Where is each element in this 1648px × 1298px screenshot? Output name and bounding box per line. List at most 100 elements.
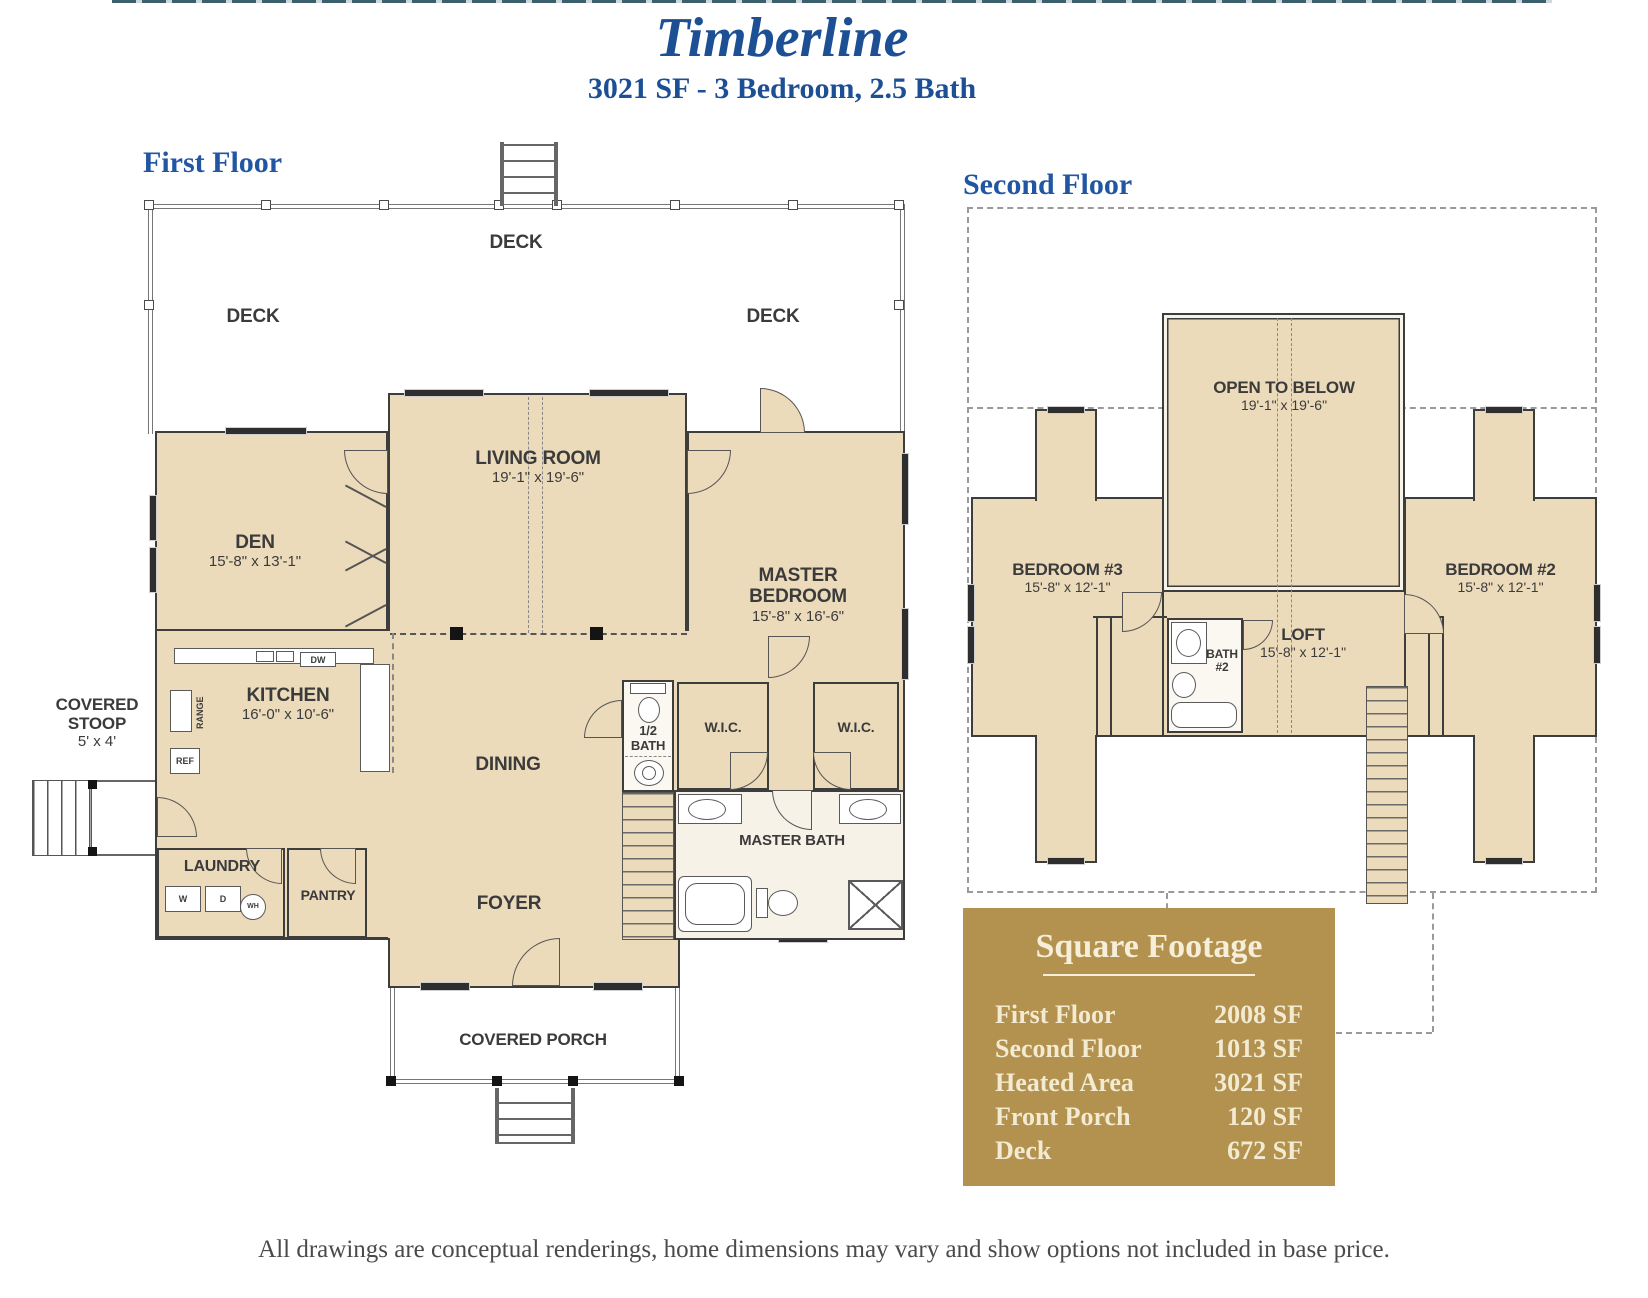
bath2-sink	[1176, 629, 1201, 657]
covered-stoop-dim: 5' x 4'	[77, 733, 117, 751]
range-label: RANGE	[195, 696, 205, 730]
row-value: 1013 SF	[1214, 1034, 1303, 1063]
half-bath-label: 1/2 BATH	[622, 723, 674, 753]
top-crop-line	[112, 0, 1552, 3]
bedroom2-name: BEDROOM #2	[1445, 560, 1556, 579]
kitchen-peninsula	[360, 664, 390, 772]
deck-post	[894, 200, 904, 210]
bedroom3-name: BEDROOM #3	[1012, 560, 1123, 579]
row-label: Second Floor	[995, 1034, 1142, 1063]
pantry-label: PANTRY	[300, 887, 356, 903]
open-to-below-label: OPEN TO BELOW 19'-1" x 19'-6"	[1167, 378, 1401, 414]
covered-stoop-name: COVERED STOOP	[55, 695, 139, 734]
den-dim: 15'-8" x 13'-1"	[208, 553, 302, 571]
water-heater: WH	[240, 894, 266, 920]
deck-post	[144, 200, 154, 210]
bedroom2-dormer-window	[1485, 406, 1523, 414]
master-deck-door	[760, 388, 805, 433]
bedroom3-dim: 15'-8" x 12'-1"	[1024, 579, 1111, 596]
water-heater-label: WH	[247, 903, 259, 910]
table-row: Deck 672 SF	[995, 1136, 1303, 1166]
kitchen-sink	[256, 651, 274, 662]
den-name: DEN	[235, 532, 275, 553]
dishwasher-label: DW	[310, 655, 326, 665]
covered-porch-label: COVERED PORCH	[459, 1030, 607, 1049]
deck-stairs-rail	[554, 142, 558, 206]
mbath-tub-inner	[685, 883, 745, 925]
porch-rail-bottom	[390, 1079, 680, 1084]
porch-stairs-tread	[499, 1102, 571, 1104]
otb-centerline	[1291, 318, 1292, 733]
half-bath-toilet-inner	[642, 766, 656, 780]
living-top-window	[589, 389, 669, 397]
bedroom3-dormer-window	[1047, 857, 1085, 865]
square-footage-table: Square Footage First Floor 2008 SF Secon…	[963, 908, 1335, 1186]
bedroom2-side-window	[1593, 626, 1601, 664]
row-label: Heated Area	[995, 1068, 1134, 1097]
mbath-sink-left	[688, 799, 726, 820]
washer: W	[165, 886, 201, 912]
row-value: 120 SF	[1227, 1102, 1303, 1131]
mbath-toilet-tank	[756, 888, 768, 918]
den-label: DEN 15'-8" x 13'-1"	[150, 532, 360, 571]
living-room-label: LIVING ROOM 19'-1" x 19'-6"	[408, 448, 668, 487]
structural-post	[450, 627, 463, 640]
disclaimer: All drawings are conceptual renderings, …	[258, 1236, 1390, 1263]
first-floor-label: First Floor	[143, 146, 283, 179]
bedroom2-dormer-bottom	[1473, 735, 1535, 863]
bedroom3-dormer-bottom	[1035, 735, 1097, 863]
deck-rail-left	[148, 204, 153, 434]
row-label: First Floor	[995, 1000, 1116, 1029]
mbath-sink-right	[849, 799, 887, 820]
otb-centerline	[1277, 318, 1278, 733]
porch-post	[674, 1076, 684, 1086]
kitchen-counter	[174, 648, 374, 664]
bath2-tub	[1171, 702, 1237, 728]
half-bath-vanity	[630, 683, 666, 694]
dryer: D	[205, 886, 241, 912]
deck-post	[670, 200, 680, 210]
open-to-below	[1162, 313, 1405, 592]
deck-stairs-tread	[504, 192, 554, 194]
master-bedroom-name: MASTER BEDROOM	[749, 565, 847, 608]
deck-post	[144, 300, 154, 310]
closet-partition	[1096, 618, 1112, 737]
living-top-window	[404, 389, 484, 397]
wic-right-label: W.I.C.	[837, 719, 875, 735]
deck-label-left: DECK	[226, 306, 280, 327]
table-row: Second Floor 1013 SF	[995, 1034, 1303, 1064]
deck-post	[261, 200, 271, 210]
page-title: Timberline	[655, 7, 909, 69]
porch-post	[492, 1076, 502, 1086]
den-top-window	[225, 427, 307, 435]
bedroom3-side-window	[967, 584, 975, 622]
range	[170, 690, 192, 732]
bath2-toilet	[1172, 672, 1196, 698]
bedroom3-dormer-top	[1035, 409, 1097, 501]
porch-rail-right	[675, 988, 680, 1084]
master-bedroom-dim: 15'-8" x 16'-6"	[751, 607, 845, 625]
stoop-stairs	[32, 780, 92, 856]
deck-stairs-tread	[504, 144, 554, 146]
deck-rail-top	[148, 204, 905, 209]
kitchen-dining-divider	[392, 633, 394, 773]
stairs-down	[1366, 686, 1408, 904]
page-subtitle: 3021 SF - 3 Bedroom, 2.5 Bath	[587, 72, 977, 105]
bottom-wall-left	[155, 937, 388, 940]
deck-post	[379, 200, 389, 210]
porch-post	[568, 1076, 578, 1086]
bedroom2-dim: 15'-8" x 12'-1"	[1457, 579, 1544, 596]
wic-left-label: W.I.C.	[704, 719, 742, 735]
half-bath-name: 1/2 BATH	[630, 723, 666, 753]
loft-name: LOFT	[1281, 625, 1325, 644]
second-floor-label: Second Floor	[963, 168, 1133, 201]
table-row: Heated Area 3021 SF	[995, 1068, 1303, 1098]
master-right-window	[901, 608, 909, 680]
den-left-window	[149, 495, 157, 541]
row-label: Deck	[995, 1136, 1052, 1165]
row-value: 672 SF	[1227, 1136, 1303, 1165]
square-footage-title: Square Footage	[1035, 928, 1263, 965]
dining-label: DINING	[475, 754, 541, 775]
deck-label-top: DECK	[489, 232, 543, 253]
master-bedroom-label: MASTER BEDROOM 15'-8" x 16'-6"	[713, 565, 883, 626]
